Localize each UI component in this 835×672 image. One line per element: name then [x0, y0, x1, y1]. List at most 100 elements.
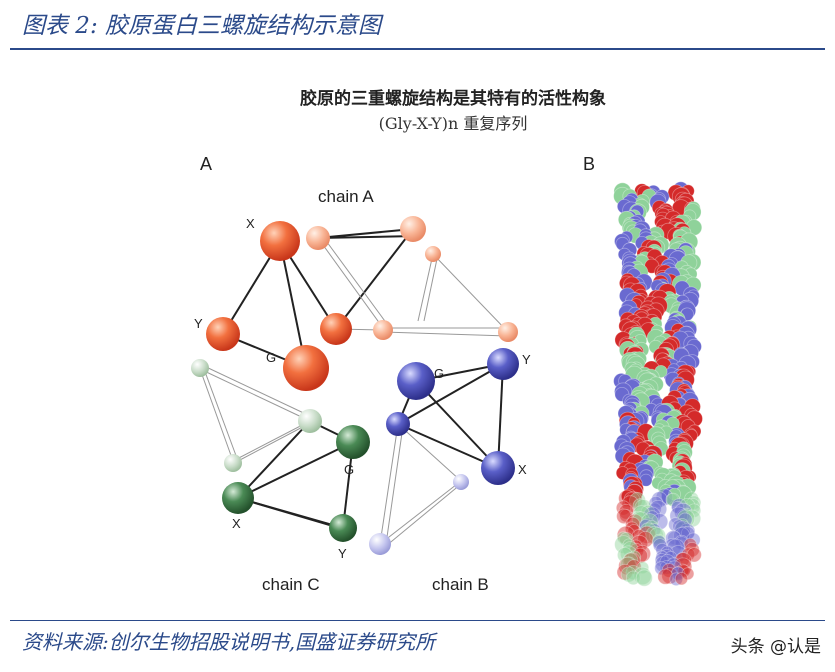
helix-atom: [616, 508, 632, 525]
helix-atom: [622, 538, 636, 552]
helix-atom: [681, 567, 695, 581]
helix-atom: [619, 545, 637, 563]
chain-c-residue: [191, 359, 209, 377]
helix-atom: [655, 488, 674, 506]
helix-atom: [620, 566, 637, 583]
helix-atom: [666, 538, 686, 558]
helix-atom: [661, 563, 677, 578]
helix-atom: [652, 533, 666, 548]
helix-atom: [672, 519, 686, 533]
helix-atom: [645, 520, 659, 534]
chain-b-label: chain B: [432, 575, 489, 594]
chain-c-x-residue: [222, 482, 254, 514]
chain-c-label: chain C: [262, 575, 320, 594]
helix-atom: [654, 561, 669, 576]
helix-atom: [618, 504, 634, 520]
helix-atom: [651, 491, 668, 508]
chain-a-y-residue: [206, 317, 240, 351]
helix-atom: [647, 523, 662, 537]
helix-atom: [677, 564, 691, 578]
helix-atom: [635, 569, 653, 587]
figure-title: 图表 2: 胶原蛋白三螺旋结构示意图: [22, 13, 382, 39]
helix-atom: [674, 572, 689, 586]
helix-atom: [686, 547, 702, 563]
helix-atom: [625, 516, 641, 532]
helix-atom: [630, 534, 649, 553]
diagram-title: 胶原的三重螺旋结构是其特有的活性构象: [300, 89, 606, 109]
helix-atom: [618, 489, 636, 508]
chain-b-residue: [453, 474, 469, 490]
chain-c-y-label: Y: [338, 546, 347, 561]
helix-atom: [661, 567, 679, 585]
helix-atom: [675, 521, 690, 537]
helix-atom: [686, 503, 702, 518]
chain-a-residue: [306, 226, 330, 250]
chain-a-residue: [425, 246, 441, 262]
helix-atom: [676, 525, 692, 541]
chain-c-residue: [298, 409, 322, 433]
helix-atom: [681, 526, 696, 541]
diagram-panel: 胶原的三重螺旋结构是其特有的活性构象 (Gly-X-Y)n 重复序列 A: [128, 66, 778, 606]
helix-atom: [665, 493, 679, 507]
helix-atom: [620, 488, 637, 505]
chain-b-g-label: G: [434, 366, 444, 381]
helix-atom: [640, 513, 659, 532]
helix-atom: [634, 499, 653, 518]
helix-atom: [622, 552, 639, 568]
chain-c-bonds: [237, 420, 354, 529]
helix-atom: [652, 538, 668, 553]
helix-atom: [676, 509, 696, 528]
helix-atom: [671, 498, 688, 515]
helix-atom: [626, 559, 642, 575]
helix-atom: [673, 502, 693, 521]
helix-atom: [625, 564, 641, 580]
helix-atom: [676, 508, 690, 523]
helix-atom: [676, 563, 690, 577]
helix-atom: [639, 517, 657, 535]
helix-atom: [659, 554, 676, 571]
chain-b-x-residue: [481, 451, 515, 485]
helix-atom: [655, 550, 669, 564]
chain-b-y-label: Y: [522, 352, 531, 367]
helix-atom: [685, 532, 701, 548]
helix-atom: [645, 510, 659, 524]
helix-atom: [667, 530, 682, 545]
helix-atom: [654, 553, 669, 567]
bottom-divider: [10, 620, 825, 621]
helix-atom: [639, 522, 657, 540]
helix-atom: [648, 499, 668, 519]
chain-c-g-label: G: [344, 462, 354, 477]
helix-atom: [621, 495, 640, 513]
helix-atom: [619, 556, 637, 574]
helix-atom: [654, 555, 672, 573]
helix-atom: [683, 497, 701, 515]
helix-atom: [625, 491, 643, 509]
helix-atom: [655, 542, 669, 557]
chain-b-residue: [386, 412, 410, 436]
helix-atom: [633, 545, 652, 563]
chain-c-x-label: X: [232, 516, 241, 531]
watermark: 头条 @认是: [730, 637, 821, 657]
helix-atom: [629, 543, 645, 559]
helix-atom: [629, 491, 646, 509]
helix-atom: [673, 534, 690, 551]
helix-atom: [669, 572, 683, 587]
helix-atom: [671, 500, 685, 514]
helix-atom: [627, 524, 641, 538]
top-divider: [10, 48, 825, 50]
helix-atom: [683, 509, 702, 528]
helix-atom: [679, 498, 696, 515]
helix-atom: [631, 511, 651, 530]
helix-atom: [629, 539, 643, 553]
helix-atom: [665, 530, 682, 547]
helix-atom: [683, 537, 697, 552]
chain-a-residue: [373, 320, 393, 340]
helix-atom: [619, 532, 635, 547]
helix-atom: [684, 542, 700, 558]
helix-atom: [675, 517, 689, 532]
chain-a-label: chain A: [318, 187, 374, 206]
helix-atom: [618, 556, 637, 576]
helix-atom: [669, 545, 687, 563]
helix-atom: [643, 506, 662, 525]
helix-atom: [627, 550, 642, 564]
